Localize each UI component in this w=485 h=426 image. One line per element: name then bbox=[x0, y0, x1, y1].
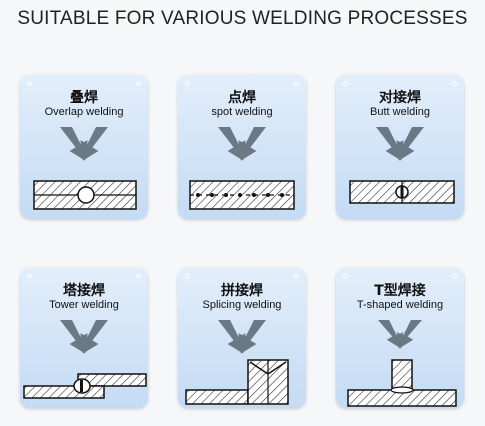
t-shaped-weld-diagram bbox=[347, 320, 457, 407]
hole-icon bbox=[27, 81, 32, 86]
hole-icon bbox=[452, 81, 457, 86]
card-title-zh: 塔接焊 bbox=[63, 283, 105, 299]
card-title-zh: 叠焊 bbox=[70, 90, 98, 106]
hole-icon bbox=[27, 274, 32, 279]
card-title-en: T-shaped welding bbox=[356, 299, 444, 311]
weld-seam bbox=[390, 386, 414, 394]
hole-icon bbox=[343, 81, 348, 86]
weld-spots bbox=[196, 193, 284, 197]
splicing-weld-diagram bbox=[185, 320, 289, 405]
hole-icon bbox=[343, 274, 348, 279]
hole-icon bbox=[136, 81, 141, 86]
welding-card-butt: 对接焊 Butt welding bbox=[336, 75, 464, 219]
hole-icon bbox=[294, 81, 299, 86]
welding-card-spot: 点焊 spot welding bbox=[178, 75, 306, 219]
welding-card-tower: 塔接焊 Tower welding bbox=[20, 268, 148, 408]
card-title-en: spot welding bbox=[211, 106, 273, 118]
card-title-zh: 拼接焊 bbox=[221, 283, 263, 299]
spot-weld-diagram bbox=[189, 127, 295, 210]
card-title-zh: 点焊 bbox=[228, 90, 256, 106]
card-title-zh: 对接焊 bbox=[379, 90, 421, 106]
card-title-en: Tower welding bbox=[49, 299, 119, 311]
hole-icon bbox=[185, 81, 190, 86]
weld-nugget bbox=[77, 186, 95, 204]
card-title-en: Butt welding bbox=[370, 106, 430, 118]
welding-card-overlap: 叠焊 Overlap welding bbox=[20, 75, 148, 219]
weld-arrows-icon bbox=[218, 320, 266, 354]
welding-card-splicing: 拼接焊 Splicing welding bbox=[178, 268, 306, 408]
card-title-en: Splicing welding bbox=[202, 299, 282, 311]
hole-icon bbox=[185, 274, 190, 279]
weld-arrows-icon bbox=[378, 320, 422, 349]
weld-arrows-icon bbox=[376, 127, 424, 161]
hole-icon bbox=[136, 274, 141, 279]
overlap-weld-diagram bbox=[33, 127, 137, 210]
tower-weld-diagram bbox=[23, 320, 147, 399]
butt-weld-diagram bbox=[349, 127, 455, 204]
weld-arrows-icon bbox=[60, 320, 108, 354]
card-title-en: Overlap welding bbox=[44, 106, 124, 118]
welding-card-t-shaped: T型焊接 T-shaped welding bbox=[336, 268, 464, 408]
card-title-zh: T型焊接 bbox=[374, 283, 426, 299]
hole-icon bbox=[294, 274, 299, 279]
page-title: SUITABLE FOR VARIOUS WELDING PROCESSES bbox=[17, 8, 468, 29]
weld-arrows-icon bbox=[218, 127, 266, 161]
hole-icon bbox=[452, 274, 457, 279]
weld-arrows-icon bbox=[60, 127, 108, 161]
